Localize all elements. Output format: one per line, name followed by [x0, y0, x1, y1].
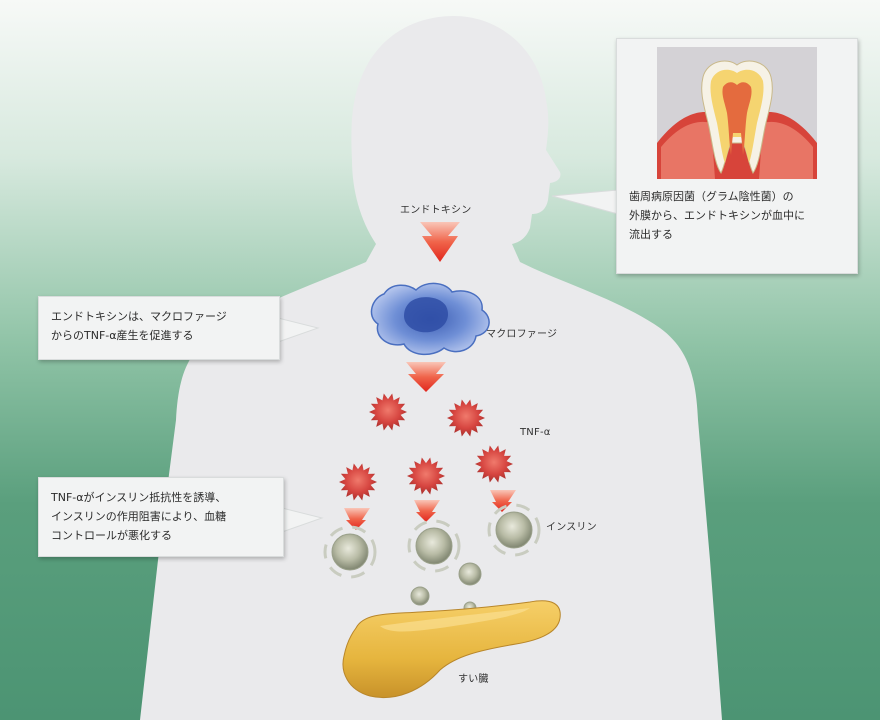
endotoxin-label: エンドトキシン: [400, 205, 472, 216]
pancreas-label: すい臓: [458, 674, 489, 685]
callout-insulin-line-2: インスリンの作用阻害により、血糖: [51, 510, 227, 523]
insulin-molecule: [410, 586, 430, 606]
callout-insulin-line-3: コントロールが悪化する: [51, 529, 172, 542]
callout-tnf-insulin: TNF-αがインスリン抵抗性を誘導、 インスリンの作用阻害により、血糖 コントロ…: [38, 477, 284, 557]
callout-endotoxin-macrophage: エンドトキシンは、マクロファージ からのTNF-α産生を促進する: [38, 296, 280, 360]
insulin-receptor-ring: [323, 525, 377, 579]
callout-insulin-line-1: TNF-αがインスリン抵抗性を誘導、: [51, 491, 227, 504]
insulin-receptor-ring: [487, 503, 541, 557]
callout-periodontal-line-2: 外膜から、エンドトキシンが血中に: [629, 209, 805, 222]
tnf-molecule: [339, 463, 377, 501]
callout-macrophage-line-1: エンドトキシンは、マクロファージ: [51, 310, 227, 323]
insulin-molecule: [458, 562, 482, 586]
arrow-endotoxin-down: [420, 222, 460, 262]
insulin-label: インスリン: [546, 522, 597, 533]
arrow-tnf-right: [490, 490, 516, 512]
callout-tail-periodontal: [551, 189, 619, 215]
insulin-molecule: [415, 527, 453, 565]
pancreas-organ: [342, 600, 561, 699]
tnf-molecule: [407, 457, 445, 495]
callout-macrophage-line-2: からのTNF-α産生を促進する: [51, 329, 194, 342]
tnf-molecules: [339, 393, 513, 501]
tooth-illustration: [657, 47, 817, 179]
arrow-tnf-left: [344, 508, 370, 530]
callout-periodontal-line-3: 流出する: [629, 228, 673, 241]
tnf-molecule: [475, 445, 513, 483]
insulin-molecule: [331, 533, 369, 571]
arrow-tnf-center: [414, 500, 440, 522]
callout-periodontal: 歯周病原因菌（グラム陰性菌）の 外膜から、エンドトキシンが血中に 流出する: [616, 38, 858, 274]
insulin-molecule: [495, 511, 533, 549]
tnf-molecule: [447, 399, 485, 437]
macrophage-cell: [370, 282, 490, 356]
insulin-receptor-ring: [407, 519, 461, 573]
macrophage-label: マクロファージ: [486, 329, 558, 340]
tnf-molecule: [369, 393, 407, 431]
arrow-macrophage-down: [406, 362, 446, 392]
insulin-molecules: [323, 503, 541, 630]
callout-periodontal-line-1: 歯周病原因菌（グラム陰性菌）の: [629, 190, 794, 203]
tnf-label: TNF-α: [520, 427, 551, 438]
